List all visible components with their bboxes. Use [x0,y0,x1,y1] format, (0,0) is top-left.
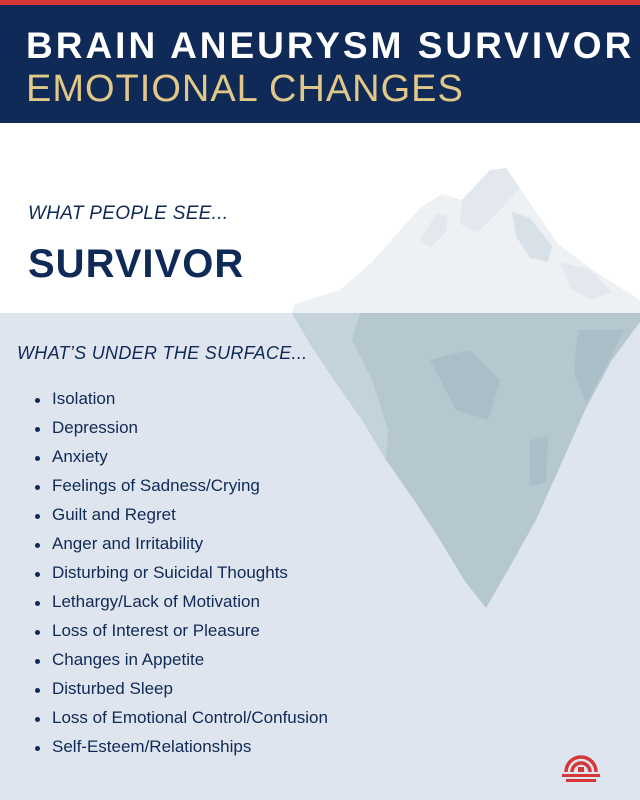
iceberg-tip-shade-3 [420,214,448,248]
survivor-heading: SURVIVOR [28,242,245,286]
page-subtitle: EMOTIONAL CHANGES [26,68,464,110]
list-item: Isolation [32,386,328,415]
iceberg-tip-shade-2 [512,212,552,262]
iceberg-underwater [292,313,640,608]
list-item: Lethargy/Lack of Motivation [32,589,328,618]
iceberg-underwater-shape [292,313,640,608]
list-item: Feelings of Sadness/Crying [32,473,328,502]
under-surface-label: WHAT’S UNDER THE SURFACE... [17,343,308,363]
list-item: Guilt and Regret [32,502,328,531]
list-item: Disturbed Sleep [32,676,328,705]
list-item: Loss of Emotional Control/Confusion [32,705,328,734]
list-item: Depression [32,415,328,444]
list-item: Changes in Appetite [32,647,328,676]
what-people-see-label: WHAT PEOPLE SEE... [28,203,229,224]
list-item: Disturbing or Suicidal Thoughts [32,560,328,589]
header-banner: BRAIN ANEURYSM SURVIVOR EMOTIONAL CHANGE… [0,5,640,123]
list-item: Self-Esteem/Relationships [32,734,328,763]
list-item: Anger and Irritability [32,531,328,560]
list-item: Anxiety [32,444,328,473]
symptom-list: Isolation Depression Anxiety Feelings of… [32,386,328,763]
iceberg-tip-shade-1 [460,168,520,232]
iceberg-underwater-shade-4 [574,330,624,404]
iceberg-underwater-shade-2 [430,350,500,420]
iceberg-tip-shape [292,168,640,313]
page-title: BRAIN ANEURYSM SURVIVOR [26,25,635,66]
iceberg-tip [292,168,640,313]
iceberg-underwater-shade-1 [292,313,388,460]
top-accent-stripe [0,0,640,5]
iceberg-underwater-shade-3 [530,436,548,486]
list-item: Loss of Interest or Pleasure [32,618,328,647]
brand-logo-icon [562,755,600,782]
iceberg-tip-shade-4 [560,262,612,300]
